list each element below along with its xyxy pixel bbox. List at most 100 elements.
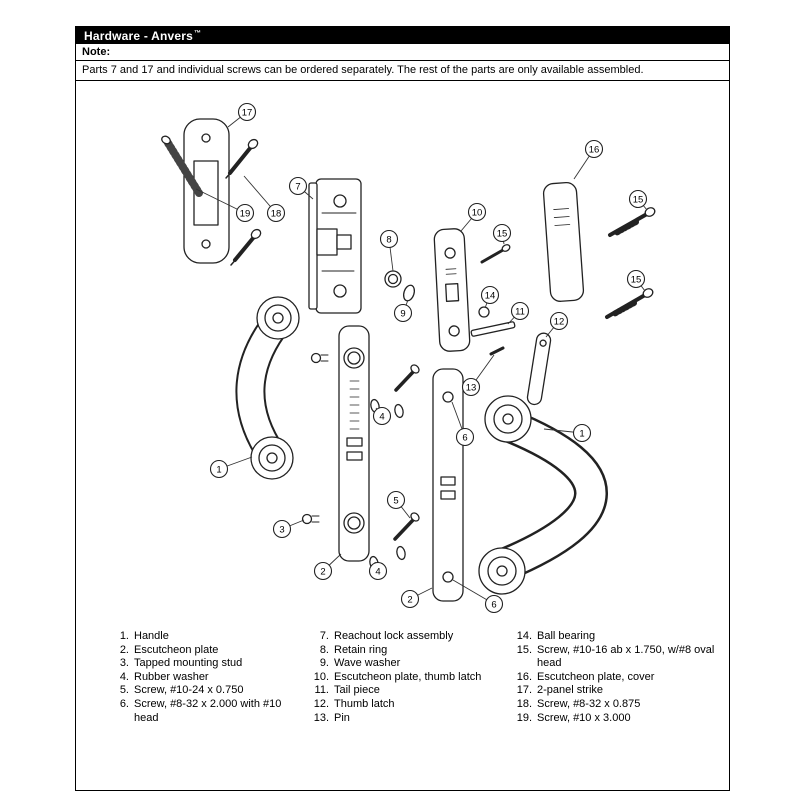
callout-8 [379, 229, 399, 249]
callout-13 [461, 377, 481, 397]
part-item: 16. Escutcheon plate, cover [513, 671, 725, 685]
callout-19 [235, 203, 255, 223]
part-item: 7.Reachout lock assembly [310, 630, 513, 644]
callout-number: 6 [462, 432, 467, 443]
part-name: Handle [134, 630, 169, 642]
screw-18b-icon [230, 228, 262, 266]
part-number: 5. [119, 684, 129, 697]
screw-5a-icon [394, 364, 420, 392]
callout-number: 12 [554, 316, 565, 327]
wave-washer-9 [402, 284, 416, 302]
escutcheon-plate-10 [433, 228, 471, 352]
callout-number: 8 [386, 234, 391, 245]
part-number: 8. [319, 643, 329, 656]
part-number: 11. [314, 684, 329, 697]
screw-15c-icon [605, 288, 654, 319]
callout-number: 16 [589, 144, 600, 155]
part-item: 11.Tail piece [310, 684, 513, 698]
part-name: Screw, #10-24 x 0.750 [134, 684, 244, 697]
part-item: 19. Screw, #10 x 3.000 [513, 712, 725, 726]
callout-14 [480, 285, 500, 305]
callout-1 [572, 423, 592, 443]
callout-number: 15 [631, 274, 642, 285]
part-number: 3. [119, 657, 129, 670]
callout-number: 3 [279, 524, 284, 535]
stud-3a-icon [310, 352, 329, 364]
part-item: 3. Tapped mounting stud [110, 657, 310, 671]
trademark-symbol: ™ [194, 29, 202, 37]
note-label: Note: [76, 44, 729, 61]
callout-number: 1 [579, 428, 584, 439]
part-item: 12. Thumb latch [310, 698, 513, 712]
handle-1-right [478, 395, 608, 595]
part-item: 2.Escutcheon plate [110, 644, 310, 658]
part-name: Tapped mounting stud [134, 657, 243, 670]
callout-5 [386, 490, 406, 510]
screw-15a-icon [480, 244, 511, 264]
callout-4 [372, 406, 392, 426]
part-item: 4.Rubber washer [110, 671, 310, 685]
part-name: Screw, #8-32 x 2.000 with #10 head [134, 697, 282, 724]
ball-bearing-14 [478, 306, 490, 318]
part-name: Ball bearing [537, 630, 596, 642]
part-name: Escutcheon plate, cover [537, 670, 655, 683]
callout-7 [288, 176, 308, 196]
callout-11 [510, 301, 530, 321]
callout-15 [628, 189, 648, 209]
part-item: 5. Screw, #10-24 x 0.750 [110, 684, 310, 698]
screw-19-icon [161, 135, 203, 197]
part-number: 4. [119, 670, 129, 683]
part-number: 16. [516, 670, 532, 683]
callout-9 [393, 303, 413, 323]
part-number: 6. [119, 697, 129, 710]
callout-6 [484, 594, 504, 614]
part-number: 15. [516, 643, 532, 656]
part-number: 10. [313, 670, 329, 683]
note-box: Note: Parts 7 and 17 and individual scre… [76, 44, 729, 81]
callout-16 [584, 139, 604, 159]
screw-5b-icon [393, 512, 420, 541]
stud-3b-icon [301, 513, 320, 525]
strike-plate-17 [183, 118, 230, 264]
part-item: 1. Handle [110, 630, 310, 644]
callout-number: 2 [320, 566, 325, 577]
part-item: 9. Wave washer [310, 657, 513, 671]
part-number: 1. [119, 630, 129, 642]
callout-15 [626, 269, 646, 289]
callout-12 [549, 311, 569, 331]
part-name: Wave washer [334, 657, 401, 670]
callout-3 [272, 519, 292, 539]
callout-number: 11 [515, 306, 525, 317]
callout-number: 9 [400, 308, 405, 319]
part-name: Screw, #10-16 ab x 1.750, w/#8 oval head [537, 643, 715, 670]
pin-13 [489, 346, 505, 356]
part-number: 12. [313, 697, 329, 710]
part-number: 9. [319, 657, 329, 670]
callout-18 [266, 203, 286, 223]
cover-plate-16 [542, 181, 585, 302]
part-number: 7. [319, 630, 329, 642]
part-name: Screw, #10 x 3.000 [537, 711, 631, 724]
callout-15 [492, 223, 512, 243]
callout-number: 15 [497, 228, 508, 239]
callout-number: 5 [393, 495, 398, 506]
part-name: Pin [334, 711, 350, 724]
part-item: 15. Screw, #10-16 ab x 1.750, w/#8 oval h… [513, 644, 725, 671]
part-name: Escutcheon plate [134, 643, 219, 656]
part-name: Thumb latch [334, 697, 395, 710]
callout-number: 6 [491, 599, 496, 610]
callout-number: 1 [216, 464, 221, 475]
screw-18a-icon [225, 138, 259, 179]
note-text: Parts 7 and 17 and individual screws can… [76, 61, 729, 81]
part-number: 19. [516, 711, 532, 724]
callout-1 [209, 459, 229, 479]
